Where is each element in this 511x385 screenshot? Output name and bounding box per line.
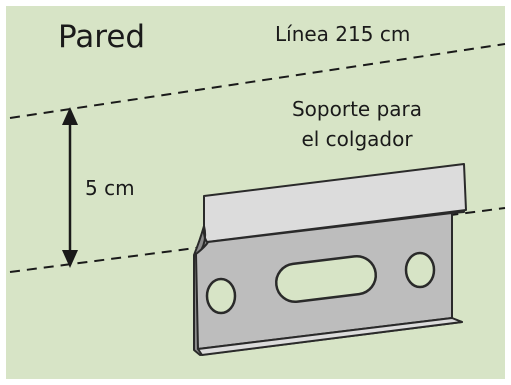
- distance-label: 5 cm: [85, 176, 135, 200]
- bracket-label-line2: el colgador: [301, 127, 413, 151]
- bracket-label: Soporte para el colgador: [262, 94, 452, 154]
- wall-label: Pared: [58, 19, 146, 55]
- dimension-arrow: [62, 107, 78, 268]
- hole-right: [404, 251, 436, 289]
- hole-left: [205, 277, 237, 315]
- line-height-label: Línea 215 cm: [275, 22, 411, 46]
- arrow-head-top: [62, 107, 78, 125]
- hanger-bracket: [193, 163, 467, 356]
- bracket-label-line1: Soporte para: [291, 97, 423, 121]
- line-215-dashed: [9, 43, 506, 119]
- arrow-head-bottom: [62, 250, 78, 268]
- slot-center: [274, 254, 378, 304]
